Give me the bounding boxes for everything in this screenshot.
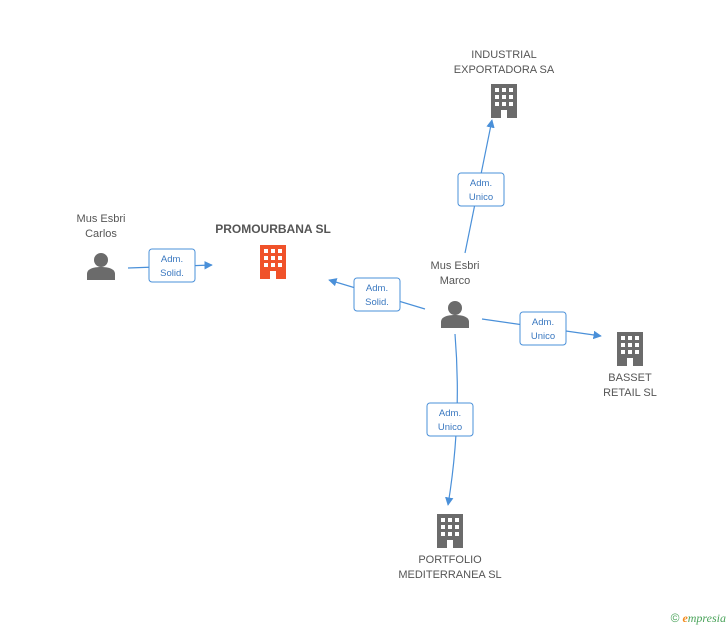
role-label-line: Adm. xyxy=(439,408,461,419)
node-label-line[interactable]: Carlos xyxy=(85,228,117,240)
node-promourbana[interactable]: PROMOURBANA SL xyxy=(215,222,331,279)
building-icon[interactable] xyxy=(437,514,463,548)
role-label-line: Adm. xyxy=(532,317,554,328)
person-icon[interactable] xyxy=(87,253,115,280)
node-industrial[interactable]: INDUSTRIAL EXPORTADORA SA xyxy=(454,49,555,118)
node-label-line[interactable]: Mus Esbri xyxy=(431,260,480,272)
role-badge[interactable] xyxy=(148,248,196,283)
edge-marco-to-industrial: Adm. Unico xyxy=(457,119,505,254)
empresia-watermark: ©empresia xyxy=(671,611,726,626)
edge-marco-to-promourbana: Adm. Solid. xyxy=(328,277,426,312)
edge-marco-to-basset: Adm. Unico xyxy=(481,311,602,346)
brand-name: mpresia xyxy=(687,611,726,625)
node-label-line[interactable]: EXPORTADORA SA xyxy=(454,64,555,76)
brand-e-logo: e xyxy=(682,611,688,625)
role-label-line: Adm. xyxy=(470,178,492,189)
edge-marco-to-portfolio: Adm. Unico xyxy=(426,333,474,506)
role-badge[interactable] xyxy=(519,311,567,346)
role-label-line: Unico xyxy=(469,192,493,203)
role-label-line: Adm. xyxy=(161,254,183,265)
role-label-line: Unico xyxy=(531,331,555,342)
node-label-line[interactable]: BASSET xyxy=(608,372,652,384)
edge-carlos-to-promourbana: Adm. Solid. xyxy=(127,248,213,283)
node-basset[interactable]: BASSET RETAIL SL xyxy=(603,332,657,399)
node-label-line[interactable]: PORTFOLIO xyxy=(418,554,482,566)
role-label-line: Adm. xyxy=(366,283,388,294)
node-label-line[interactable]: PROMOURBANA SL xyxy=(215,222,331,236)
building-icon[interactable] xyxy=(491,84,517,118)
node-label-line[interactable]: RETAIL SL xyxy=(603,387,657,399)
role-badge[interactable] xyxy=(457,172,505,207)
copyright-symbol: © xyxy=(670,611,680,625)
role-label-line: Solid. xyxy=(160,268,184,279)
role-badge[interactable] xyxy=(353,277,401,312)
role-badge[interactable] xyxy=(426,402,474,437)
building-icon[interactable] xyxy=(260,245,286,279)
node-label-line[interactable]: Mus Esbri xyxy=(77,213,126,225)
person-icon[interactable] xyxy=(441,301,469,328)
node-label-line[interactable]: MEDITERRANEA SL xyxy=(398,569,501,581)
node-label-line[interactable]: Marco xyxy=(440,275,471,287)
node-label-line[interactable]: INDUSTRIAL xyxy=(471,49,536,61)
node-portfolio[interactable]: PORTFOLIO MEDITERRANEA SL xyxy=(398,514,502,581)
building-icon[interactable] xyxy=(617,332,643,366)
role-label-line: Solid. xyxy=(365,297,389,308)
role-label-line: Unico xyxy=(438,422,462,433)
